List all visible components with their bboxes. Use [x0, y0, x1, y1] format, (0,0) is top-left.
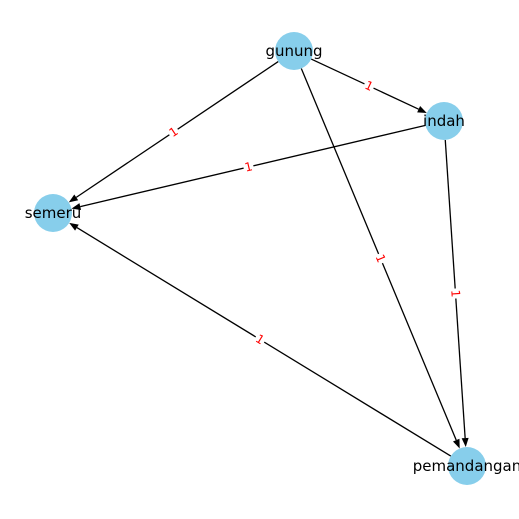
node-label-pemandangan: pemandangan	[413, 457, 519, 475]
edge-label: 1	[243, 159, 254, 174]
edge-label-background	[241, 158, 256, 176]
node-gunung: gunung	[265, 32, 323, 70]
edge-label-group-gunung-to-indah: 1	[361, 76, 377, 96]
arrow-head-pemandangan-to-semeru	[69, 222, 79, 231]
node-label-gunung: gunung	[265, 42, 322, 60]
node-label-indah: indah	[423, 112, 465, 130]
arrow-head-indah-to-pemandangan	[461, 437, 469, 448]
edge-label-background	[447, 287, 464, 300]
node-circle-semeru	[34, 194, 72, 232]
edge-label-background	[164, 122, 183, 142]
arrow-head-indah-to-semeru	[71, 203, 82, 210]
node-indah: indah	[423, 102, 465, 140]
node-circle-gunung	[275, 32, 313, 70]
edge-label-group-gunung-to-pemandangan: 1	[371, 250, 390, 267]
edge-label-background	[361, 76, 377, 96]
edge-label-group-indah-to-semeru: 1	[241, 158, 256, 176]
node-semeru: semeru	[25, 194, 82, 232]
node-circle-indah	[425, 102, 463, 140]
node-pemandangan: pemandangan	[413, 447, 519, 485]
edge-label-background	[371, 250, 390, 267]
nodes-layer: gunung indah semeru pemandangan	[25, 32, 519, 485]
edge-label-group-gunung-to-semeru: 1	[164, 122, 183, 142]
node-label-semeru: semeru	[25, 204, 82, 222]
node-circle-pemandangan	[448, 447, 486, 485]
edge-label-group-pemandangan-to-semeru: 1	[251, 330, 269, 349]
edges-layer	[68, 58, 469, 457]
edge-label-group-indah-to-pemandangan: 1	[447, 287, 464, 300]
arrow-head-gunung-to-pemandangan	[452, 438, 460, 449]
arrow-head-gunung-to-semeru	[68, 194, 79, 203]
edge-label-background	[251, 330, 269, 349]
arrow-head-gunung-to-indah	[417, 105, 427, 113]
edge-label: 1	[448, 289, 462, 298]
